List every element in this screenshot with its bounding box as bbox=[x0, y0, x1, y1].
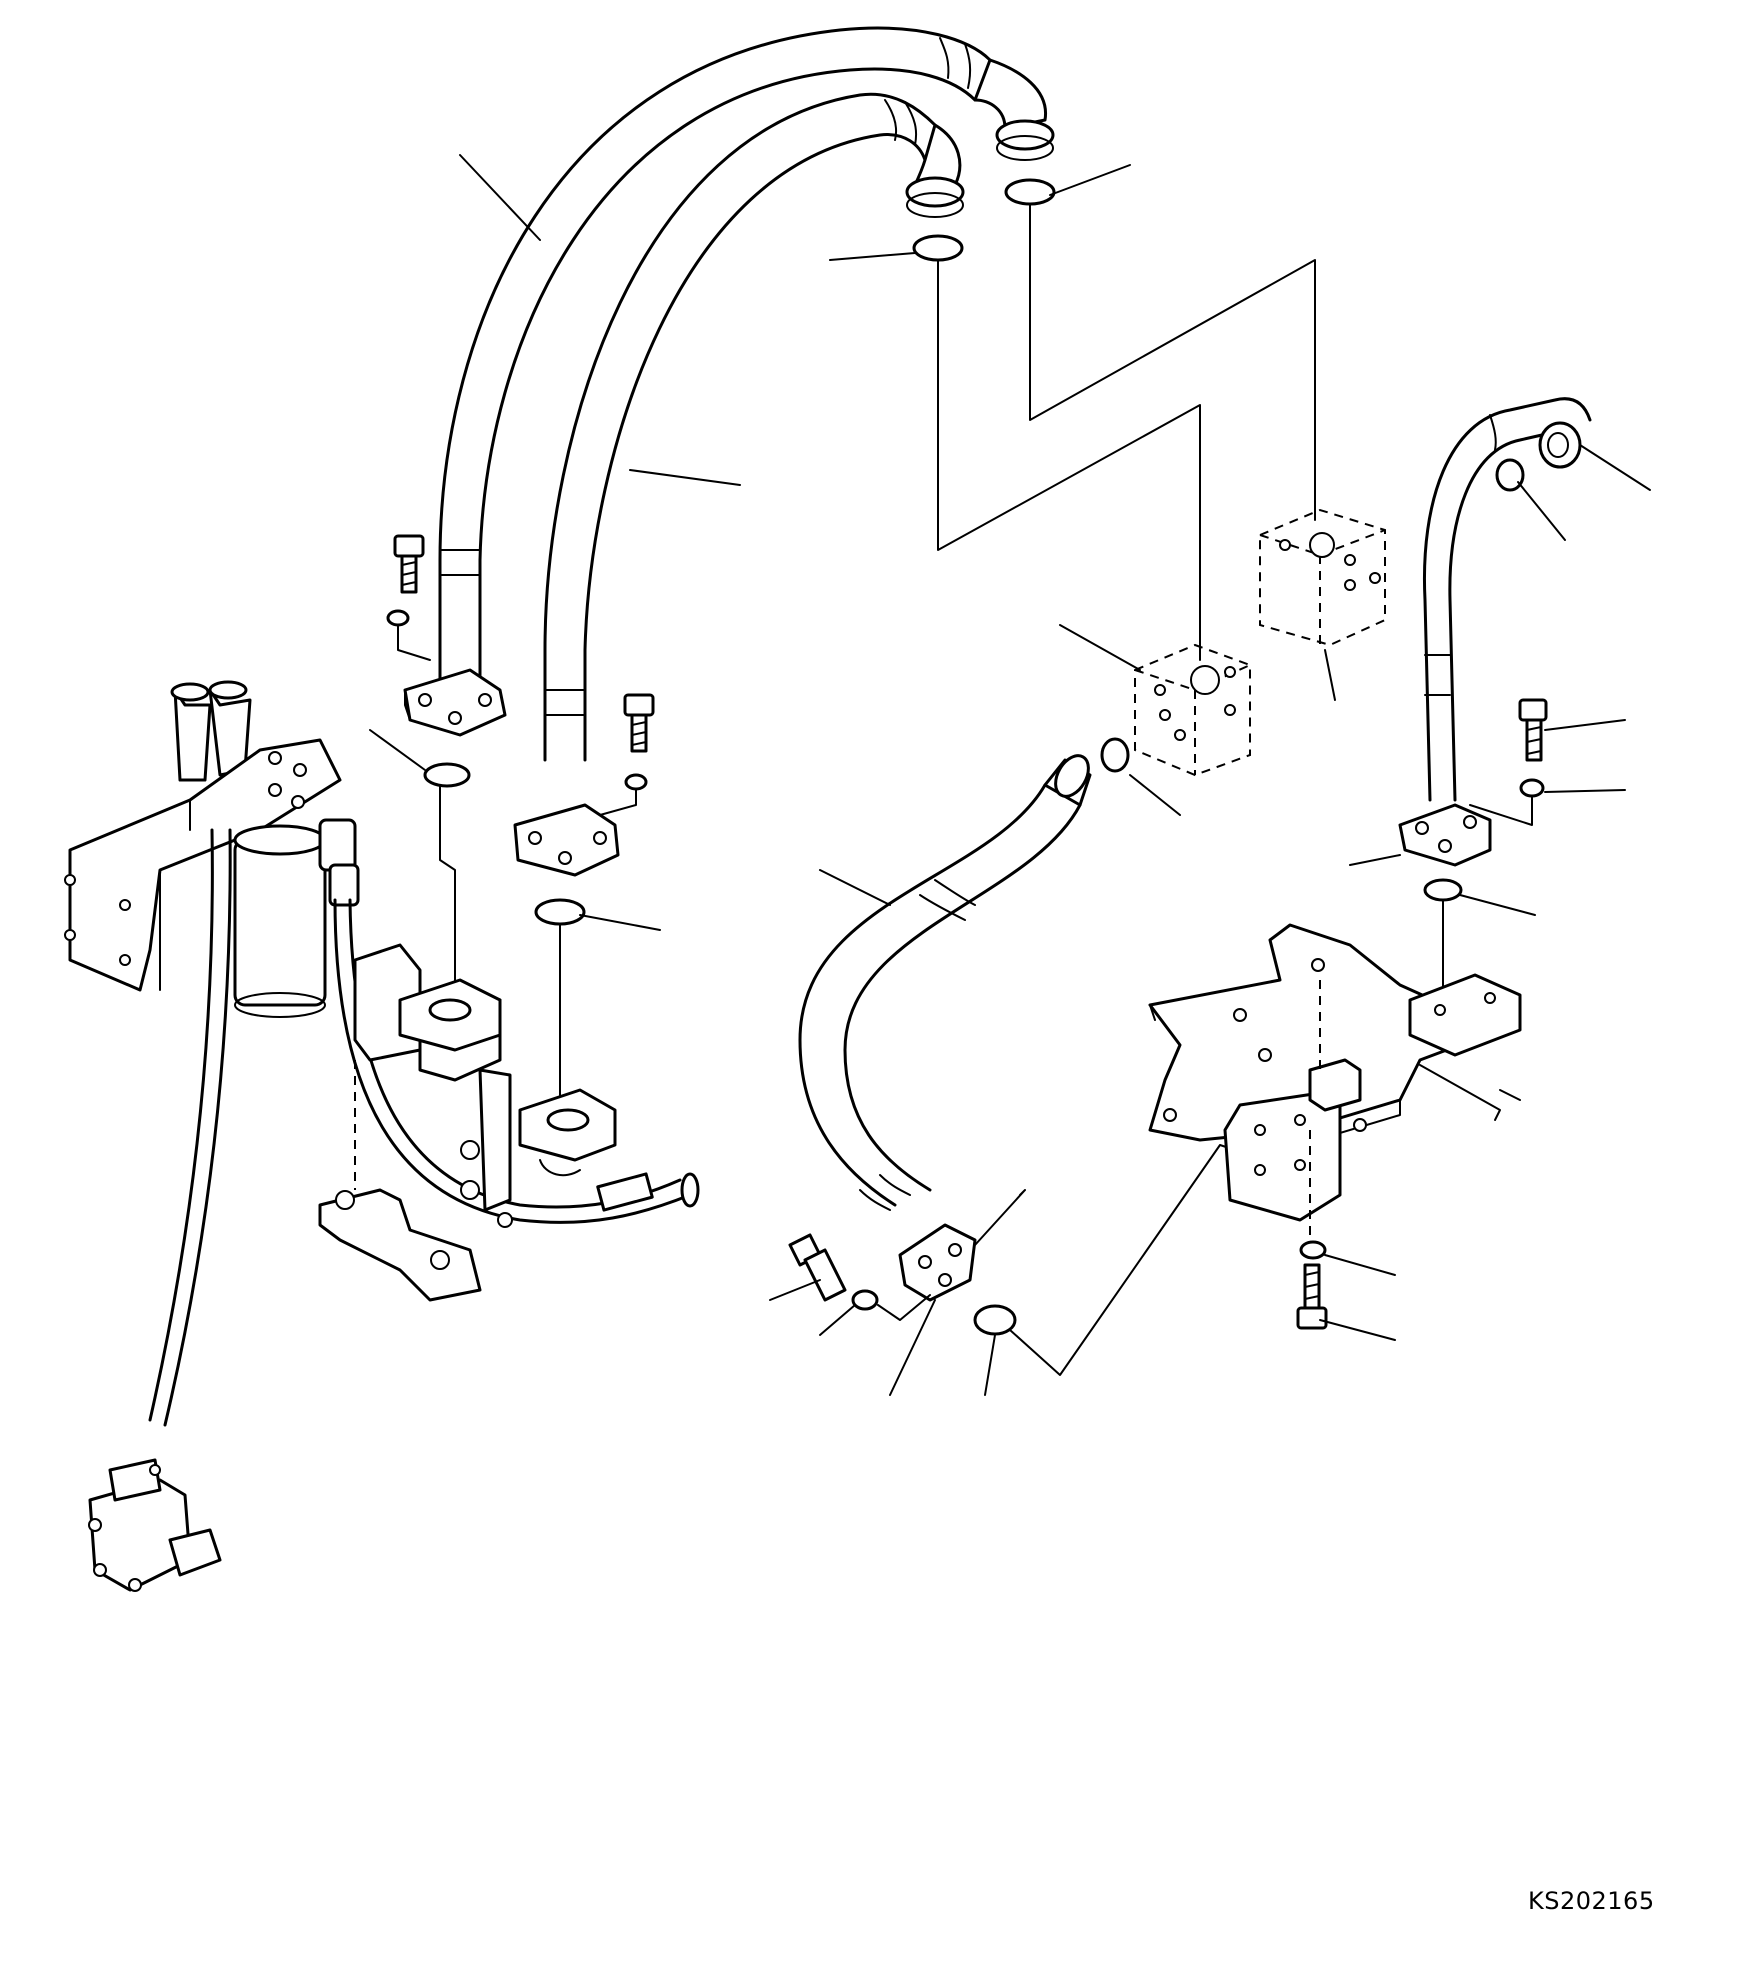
pipe-right bbox=[1398, 397, 1592, 1011]
bolt-washer-set-right bbox=[599, 693, 655, 816]
bolt-washer-set-left bbox=[386, 534, 431, 661]
flange-left bbox=[403, 668, 507, 737]
o-ring-right bbox=[534, 898, 586, 926]
flange-right bbox=[513, 803, 620, 877]
leader-lines bbox=[369, 154, 1651, 1396]
hose-arch-outer bbox=[438, 26, 1055, 682]
centerline-left bbox=[439, 785, 456, 991]
pump-assembly bbox=[64, 680, 700, 1592]
centerlines bbox=[937, 204, 1316, 661]
o-ring-left bbox=[423, 762, 471, 788]
drawing-code-label: KS202165 bbox=[1528, 1887, 1655, 1915]
hose-lower-center bbox=[788, 754, 1251, 1376]
hose-arch-inner bbox=[543, 92, 965, 762]
mount-bracket bbox=[1148, 923, 1522, 1330]
pump-block-right bbox=[1259, 508, 1386, 647]
pump-block-center bbox=[1100, 643, 1251, 777]
